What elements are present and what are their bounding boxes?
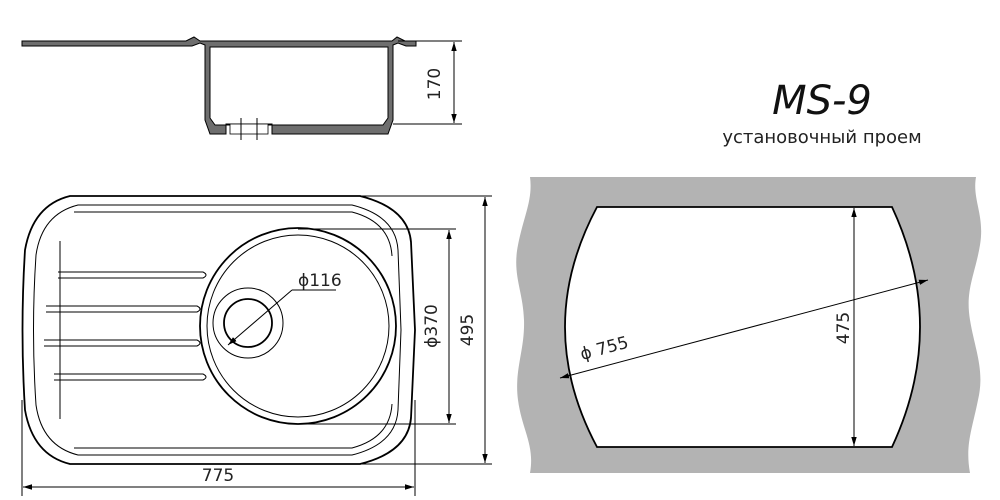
drain-outer [212,287,284,359]
cutout-diagonal-label: ϕ 755 [578,333,631,365]
sink-section-profile [21,36,417,135]
height-170-label: 170 [425,68,445,100]
drainboard-grooves [44,241,207,419]
total-width-label: 775 [202,466,234,486]
sink-top-view: ϕ116 ϕ370 495 775 [21,195,492,496]
model-title: MS-9 [772,78,872,124]
drain-inner [223,298,273,348]
cutout-view: 475 ϕ 755 [516,177,982,473]
sink-outer-outline [21,195,416,465]
side-section-view: 170 [21,36,462,140]
bowl-diameter-label: ϕ370 [422,304,442,348]
drain-diameter-dimension-line [227,289,293,346]
round-bowl-outer [199,227,397,425]
cutout-subtitle: установочный проем [722,127,921,148]
title-block: MS-9 установочный проем [722,78,921,148]
drain-opening [229,123,269,135]
sink-inner-rim [33,204,402,456]
countertop-with-cutout [516,177,982,473]
total-height-label: 495 [458,314,478,346]
cutout-diagonal-dimension-line [559,279,929,379]
cutout-outline [564,206,921,448]
drain-diameter-label: ϕ116 [298,271,342,291]
round-bowl-inner [206,234,390,418]
cutout-height-label: 475 [834,312,854,344]
